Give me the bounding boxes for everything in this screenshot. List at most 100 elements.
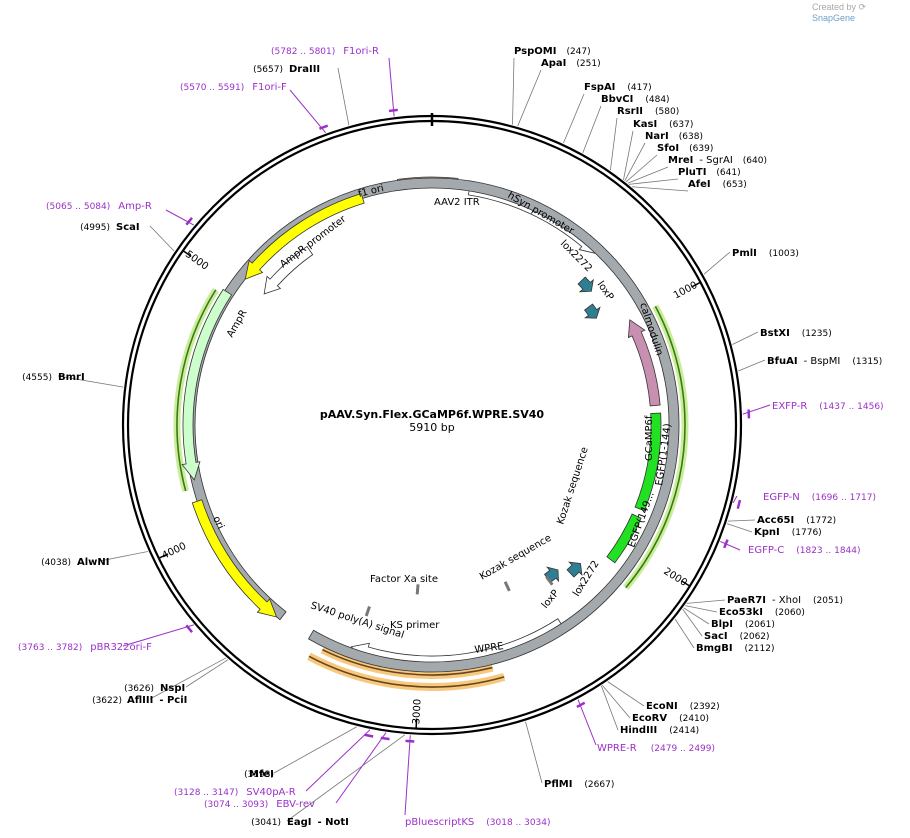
site-nari[interactable]: NarI [645, 131, 669, 142]
site-draiii[interactable]: DraIII [289, 64, 320, 75]
primer-egfp-n[interactable]: EGFP-N [763, 492, 800, 503]
site-pspomi[interactable]: PspOMI [514, 46, 556, 57]
site-noti[interactable]: - NotI [317, 817, 348, 828]
feature-lox2272-bottom[interactable] [566, 561, 583, 578]
feature-egfp-1-144[interactable] [634, 412, 662, 512]
svg-text:PspOMI(247): PspOMI(247) [514, 46, 591, 57]
svg-text:(3626): (3626) [124, 684, 154, 694]
primer-pbr322ori-f[interactable]: pBR322ori-F [90, 642, 152, 653]
site-leader-23 [601, 685, 619, 731]
site-leader-6 [624, 142, 646, 182]
site-pmli[interactable]: PmlI [732, 248, 757, 259]
primer-mark-0 [388, 108, 398, 113]
site-leader-25 [273, 726, 357, 774]
primer-f1ori-f[interactable]: F1ori-F [252, 82, 287, 93]
site-leader-5 [623, 130, 634, 181]
primer-ebv-rev[interactable]: EBV-rev [276, 799, 315, 810]
primer-exfp-r[interactable]: EXFP-R [772, 401, 807, 412]
primer-leader-0 [388, 57, 395, 117]
primer-mark-6 [576, 701, 586, 709]
site-hindiii[interactable]: HindIII [620, 725, 657, 736]
feature-calmodulin[interactable] [627, 319, 661, 407]
feature-egfp-149[interactable] [606, 513, 642, 564]
svg-text:ApaI(251): ApaI(251) [541, 58, 601, 69]
site-blpi[interactable]: BlpI [711, 619, 733, 630]
site-kasi[interactable]: KasI [633, 119, 657, 130]
site-leader-8 [627, 166, 669, 184]
feature-loxp-bottom[interactable] [543, 566, 559, 583]
site-eco53ki[interactable]: Eco53kI [719, 607, 763, 618]
svg-text:AflIII- PciI: AflIII - PciI [127, 695, 187, 706]
feature-ampr[interactable] [181, 288, 233, 481]
site-leader-17 [685, 605, 718, 613]
site-pcii[interactable]: - PciI [159, 695, 187, 706]
site-ecorv[interactable]: EcoRV [632, 713, 667, 724]
site-leader-4 [609, 117, 618, 171]
site-bbvci[interactable]: BbvCI [601, 94, 633, 105]
site-scai[interactable]: ScaI [116, 222, 140, 233]
feature-ampr-promoter[interactable] [263, 245, 314, 295]
site-acc65i[interactable]: Acc65I [757, 515, 794, 526]
svg-text:AfeI(653): AfeI(653) [688, 179, 747, 190]
tick-mark-2 [415, 718, 418, 729]
primer-f1ori-r[interactable]: F1ori-R [343, 46, 379, 57]
site-eagi[interactable]: EagI [287, 817, 311, 828]
site-mrei[interactable]: MreI [668, 155, 693, 166]
svg-text:PmlI(1003): PmlI(1003) [732, 248, 799, 259]
site-leader-18 [683, 607, 710, 625]
site-sfoi[interactable]: SfoI [657, 143, 679, 154]
primer-leader-8 [305, 729, 371, 792]
tick-label-2: 3000 [411, 699, 423, 725]
feature-label-f1-ori: f1 ori [357, 183, 385, 200]
feature-lox2272-top[interactable] [577, 276, 594, 293]
site-alwni[interactable]: AlwNI [77, 557, 110, 568]
primer-sv40pa-r[interactable]: SV40pA-R [246, 787, 295, 798]
tick-mark-3 [158, 553, 169, 559]
site-pluti[interactable]: PluTI [678, 167, 706, 178]
site-leader-1 [517, 69, 542, 127]
site-pflmi[interactable]: PflMI [544, 779, 572, 790]
primer-leader-1 [289, 89, 327, 134]
inner-label-aav2-itr: AAV2 ITR [434, 197, 480, 208]
primer-egfp-c[interactable]: EGFP-C [748, 545, 784, 556]
primer-mark-9 [380, 736, 390, 741]
site-bstxi[interactable]: BstXI [760, 328, 790, 339]
site-leader-29 [99, 551, 148, 562]
site-leader-12 [732, 331, 759, 345]
site-paer7i[interactable]: PaeR7I [727, 595, 766, 606]
site-apai[interactable]: ApaI [541, 58, 566, 69]
site-bmri[interactable]: BmrI [58, 372, 85, 383]
svg-text:Acc65I(1772): Acc65I(1772) [757, 515, 836, 526]
feature-f1-ori[interactable] [244, 193, 365, 280]
site-rsrii[interactable]: RsrII [617, 106, 643, 117]
primer-amp-r[interactable]: Amp-R [118, 201, 152, 212]
site-saci[interactable]: SacI [704, 631, 728, 642]
primer-leader-6 [577, 699, 597, 746]
svg-text:SacI(2062): SacI(2062) [704, 631, 770, 642]
site-afliii[interactable]: AflIII [127, 695, 153, 706]
feature-hsyn-promoter[interactable] [467, 184, 598, 255]
primer-wpre-r[interactable]: WPRE-R [597, 743, 637, 754]
site-xhoi[interactable]: - XhoI [772, 595, 801, 606]
selection-arrow-left [176, 289, 217, 492]
site-sgrai[interactable]: - SgrAI [699, 155, 732, 166]
site-fspai[interactable]: FspAI [584, 82, 615, 93]
feature-loxp-top[interactable] [583, 303, 601, 319]
feature-marker-1 [503, 581, 511, 592]
site-econi[interactable]: EcoNI [646, 701, 678, 712]
site-mfei[interactable]: MfeI [249, 769, 274, 780]
site-bspmi[interactable]: - BspMI [804, 356, 841, 367]
site-kpni[interactable]: KpnI [754, 527, 780, 538]
svg-text:RsrII(580): RsrII(580) [617, 106, 679, 117]
site-nspi[interactable]: NspI [160, 683, 185, 694]
primer-leader-9 [335, 732, 387, 804]
svg-text:(5657): (5657) [253, 65, 283, 75]
site-bfuai[interactable]: BfuAI [767, 356, 798, 367]
site-leader-13 [738, 359, 766, 372]
site-bmgbi[interactable]: BmgBI [696, 643, 733, 654]
site-afei[interactable]: AfeI [688, 179, 711, 190]
feature-ori[interactable] [191, 499, 278, 618]
primer-pbluescriptks[interactable]: pBluescriptKS [405, 817, 474, 828]
svg-text:KasI(637): KasI(637) [633, 119, 693, 130]
plasmid-name: pAAV.Syn.Flex.GCaMP6f.WPRE.SV40 [320, 408, 545, 421]
